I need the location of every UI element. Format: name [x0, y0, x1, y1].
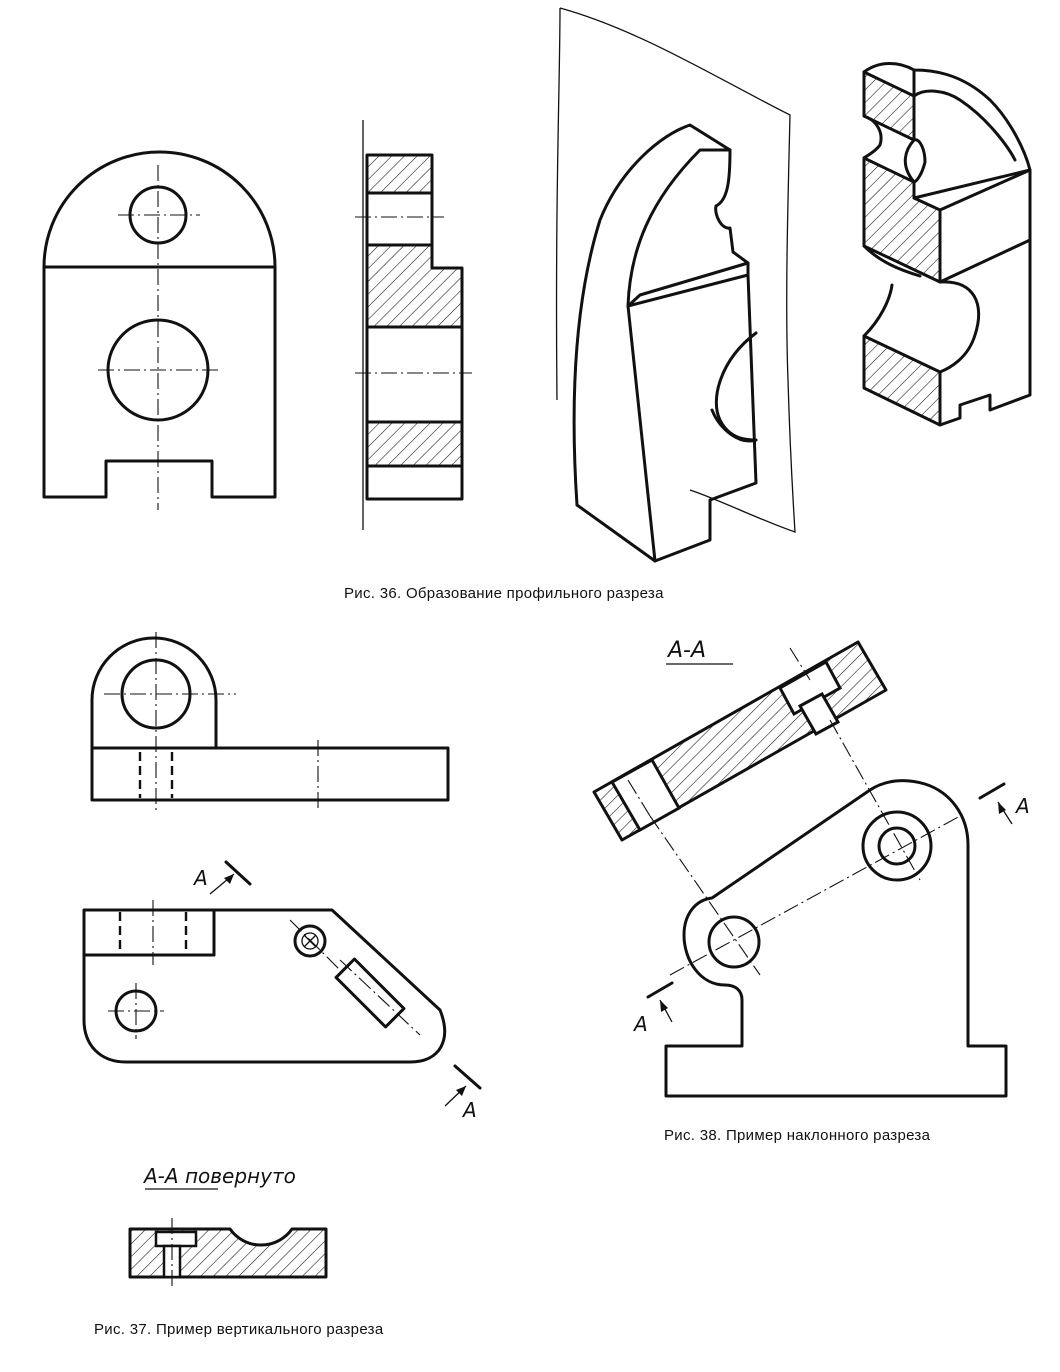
fig37-top-view	[82, 860, 482, 1107]
fig36-front-view	[42, 150, 277, 510]
fig36-caption: Рис. 36. Образование профильного разреза	[344, 585, 664, 602]
fig37-cut-mark-1: А	[194, 866, 208, 890]
fig36-half-isometric	[862, 62, 1032, 427]
fig37-cut-mark-2: А	[463, 1098, 477, 1122]
fig38-section-title: А-А	[668, 638, 707, 663]
fig36-profile-section	[355, 120, 472, 530]
fig38-cut-mark-2: А	[634, 1012, 648, 1036]
fig37-caption: Рис. 37. Пример вертикального разреза	[94, 1321, 384, 1338]
fig38-part	[646, 719, 1013, 1098]
fig37-rotated-section	[128, 1188, 328, 1286]
fig36-cut-isometric	[555, 7, 796, 563]
fig37-front-view	[90, 632, 450, 812]
fig37-section-title: А-А повернуто	[144, 1164, 296, 1188]
fig38-cut-mark-1: А	[1016, 794, 1030, 818]
fig38-section	[592, 640, 888, 842]
fig38-caption: Рис. 38. Пример наклонного разреза	[664, 1127, 931, 1144]
